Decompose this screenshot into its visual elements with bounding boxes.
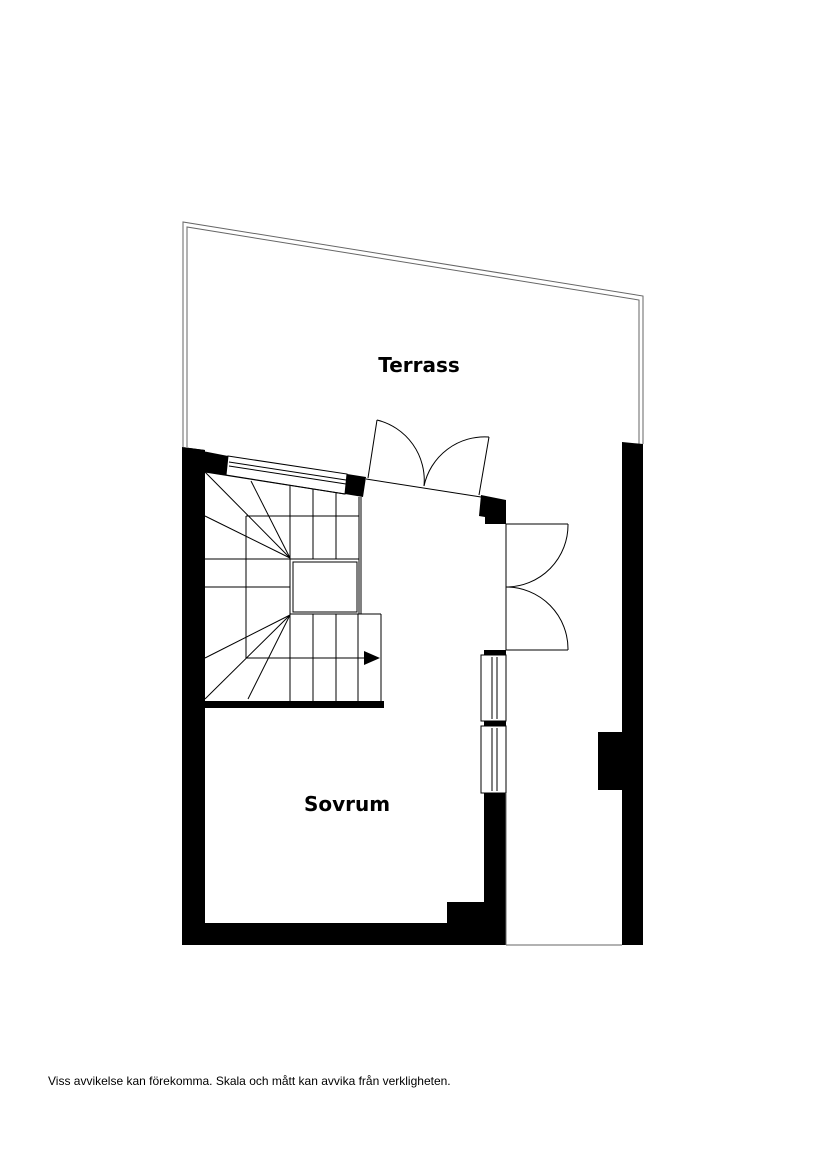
room-label-sovrum: Sovrum: [304, 792, 390, 816]
window-north: [225, 455, 348, 495]
double-door-terrace: [367, 419, 490, 496]
window-east-1: [480, 654, 507, 722]
disclaimer-text: Viss avvikelse kan förekomma. Skala och …: [48, 1074, 451, 1088]
terrace-railing: [182, 221, 644, 447]
staircase: [204, 471, 382, 701]
corridor: [505, 793, 622, 946]
walls: [182, 442, 643, 945]
double-door-corridor: [505, 523, 569, 651]
window-east-2: [480, 725, 507, 794]
stair-direction-arrow-icon: [364, 651, 380, 665]
room-label-terrass: Terrass: [378, 353, 460, 377]
